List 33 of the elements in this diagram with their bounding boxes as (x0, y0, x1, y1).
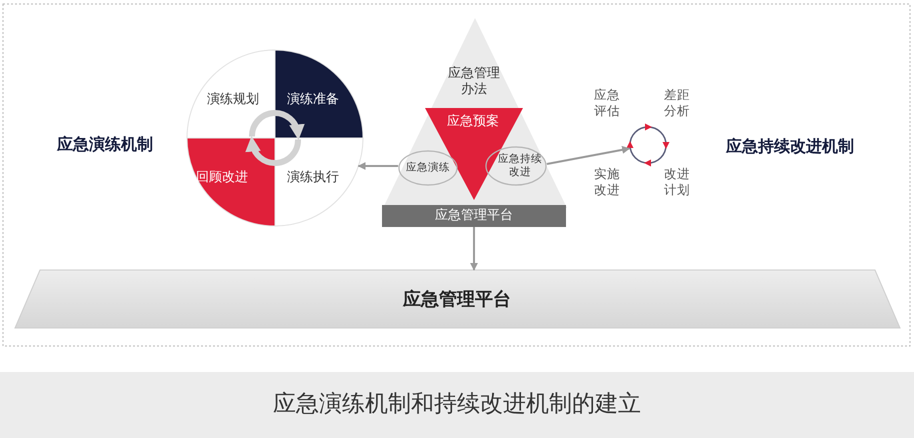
cycle-circle (629, 126, 667, 164)
node-label: 演练准备 (287, 92, 339, 108)
node-label: 应急持续改进 (498, 152, 542, 180)
node-label: 演练执行 (287, 170, 339, 186)
node-label: 回顾改进 (196, 170, 248, 186)
node-label: 应急管理平台 (403, 288, 511, 312)
triangle (383, 18, 567, 208)
arrow (246, 136, 301, 166)
caption: 应急演练机制和持续改进机制的建立 (273, 390, 641, 420)
cycle-step-label: 改进计划 (664, 166, 690, 198)
arrow (358, 162, 398, 170)
quadrant (187, 138, 275, 226)
node-label: 演练规划 (207, 92, 259, 108)
cycle-step-label: 实施改进 (594, 166, 620, 198)
cycle-step-label: 应急评估 (594, 86, 620, 120)
platform-bar (382, 205, 566, 227)
node-label: 应急预案 (447, 114, 499, 130)
platform-trapezoid (15, 270, 900, 328)
node-label: 应急管理平台 (435, 208, 513, 224)
ellipse (398, 150, 458, 186)
arrow (249, 110, 304, 140)
arrow (546, 146, 630, 165)
mechanism-title: 应急演练机制 (57, 134, 153, 156)
cycle-circle (187, 50, 363, 226)
node-label: 应急演练 (406, 161, 450, 175)
quadrant (275, 138, 363, 226)
ellipse (485, 146, 547, 186)
quadrant (187, 50, 275, 138)
node-label: 应急管理办法 (447, 66, 501, 98)
arrow (470, 227, 478, 271)
mechanism-title: 应急持续改进机制 (726, 136, 854, 158)
cycle-step-label: 差距分析 (664, 86, 690, 120)
quadrant (275, 50, 363, 138)
